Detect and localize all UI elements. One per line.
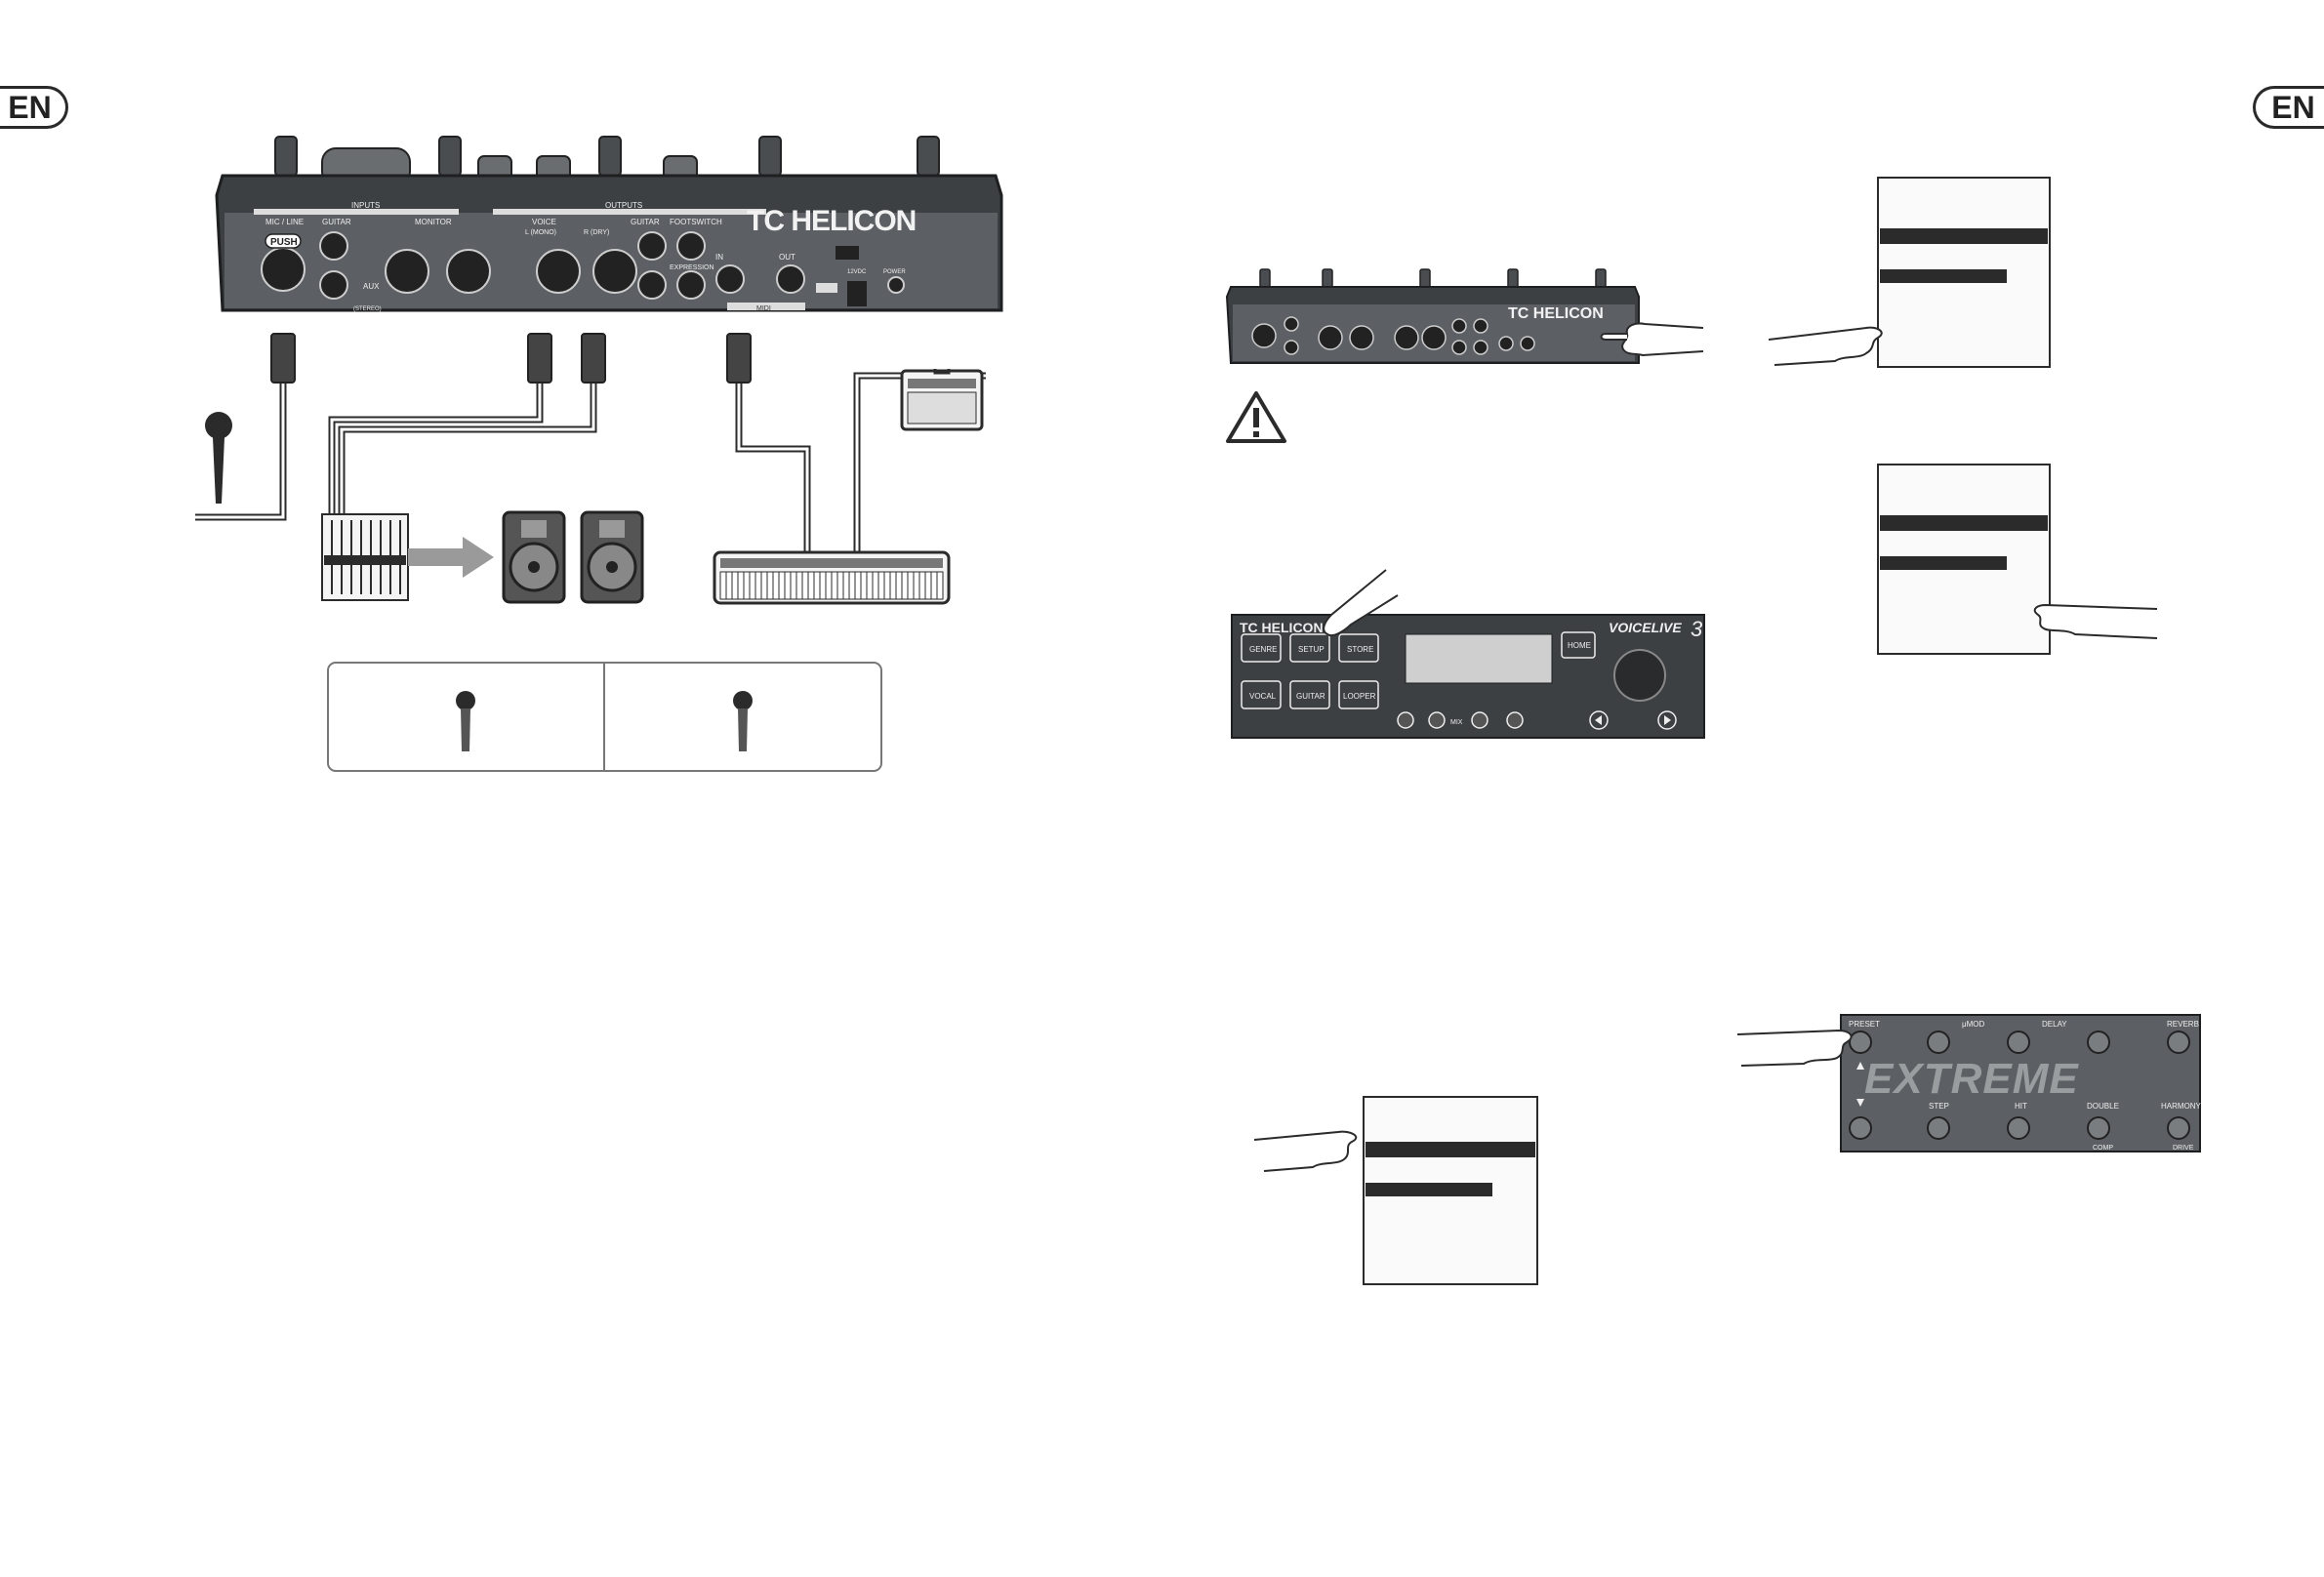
preset-label: PRESET — [1849, 1020, 1880, 1029]
guitar-out-label: GUITAR — [631, 218, 660, 226]
mixer-with-hand-middle — [1877, 464, 2158, 655]
small-brand-logo: TC HELICON — [1508, 305, 1604, 322]
panel-brand-logo: TC HELICON — [1240, 620, 1324, 635]
footswitch-reverb[interactable] — [2167, 1031, 2190, 1054]
keyboard-icon — [713, 550, 951, 605]
amplifier-icon — [900, 369, 984, 431]
lcd-display — [1405, 633, 1553, 684]
mixer-with-hand-top — [1769, 177, 2051, 368]
setup-button[interactable]: SETUP — [1298, 645, 1325, 654]
arrow-right-icon — [408, 537, 494, 578]
stereo-label: (STEREO) — [353, 306, 382, 312]
hand-pointer-icon — [1600, 322, 1704, 357]
footswitch-preset-down[interactable] — [1849, 1116, 1872, 1140]
store-button[interactable]: STORE — [1347, 645, 1373, 654]
comp-label: COMP — [2093, 1145, 2113, 1152]
footswitch-2[interactable] — [1927, 1031, 1950, 1054]
hit-label: HIT — [2015, 1102, 2027, 1111]
delay-label: DELAY — [2042, 1020, 2067, 1029]
footswitch-panel: EXTREME PRESET μMOD DELAY REVERB STEP HI… — [1737, 1014, 2202, 1152]
rear-brand-logo: TC HELICON — [747, 205, 916, 237]
genre-button[interactable]: GENRE — [1249, 645, 1277, 654]
drive-label: DRIVE — [2173, 1145, 2194, 1152]
rear-panel-device: INPUTS OUTPUTS TC HELICON MIC / LINE GUI… — [215, 174, 1003, 312]
mic-line-label: MIC / LINE — [265, 218, 304, 226]
power-label: POWER — [883, 269, 906, 275]
r-dry-label: R (DRY) — [584, 229, 609, 236]
push-label: PUSH — [270, 237, 298, 248]
harmony-label: HARMONY — [2161, 1102, 2202, 1111]
guitar-button[interactable]: GUITAR — [1296, 692, 1325, 701]
reverb-label: REVERB — [2167, 1020, 2199, 1029]
looper-button[interactable]: LOOPER — [1343, 692, 1376, 701]
mix-label: MIX — [1450, 719, 1463, 726]
speakers-icon — [502, 510, 644, 604]
hand-pointer-icon — [1323, 569, 1399, 636]
microphone-icon — [733, 691, 753, 751]
inputs-label: INPUTS — [351, 201, 380, 210]
mod-label: μMOD — [1962, 1020, 1984, 1029]
hand-pointer-icon — [2033, 603, 2158, 639]
data-wheel[interactable] — [1613, 649, 1666, 702]
voice-label: VOICE — [532, 218, 556, 226]
guitar-in-label: GUITAR — [322, 218, 351, 226]
footswitch-preset-up[interactable] — [1849, 1031, 1872, 1054]
monitor-label: MONITOR — [415, 218, 452, 226]
footswitch-harmony[interactable] — [2167, 1116, 2190, 1140]
language-badge-left: EN — [0, 86, 68, 129]
dc-label: 12VDC — [847, 269, 867, 275]
microphone-icon — [205, 412, 232, 504]
double-label: DOUBLE — [2087, 1102, 2119, 1111]
footswitch-delay[interactable] — [2087, 1031, 2110, 1054]
home-button[interactable]: HOME — [1568, 641, 1591, 650]
l-mono-label: L (MONO) — [525, 229, 556, 236]
step-label: STEP — [1929, 1102, 1949, 1111]
mixer-icon — [321, 513, 409, 601]
connection-diagram: INPUTS OUTPUTS TC HELICON MIC / LINE GUI… — [195, 136, 1003, 566]
panel-model-number: 3 — [1691, 617, 1703, 641]
outputs-label: OUTPUTS — [605, 201, 642, 210]
footswitch-mod[interactable] — [2007, 1031, 2030, 1054]
warning-icon — [1226, 391, 1286, 443]
mixer-with-hand-bottom — [1254, 1096, 1538, 1285]
mic-options-box — [327, 662, 882, 772]
hand-pointer-icon — [1737, 1029, 1853, 1067]
midi-out-label: OUT — [779, 253, 795, 262]
extreme-logo: EXTREME — [1864, 1055, 2079, 1103]
rear-panel-small: TC HELICON — [1225, 268, 1704, 364]
voicelive-control-panel: TC HELICON VOICELIVE 3 GENRE SETUP STORE… — [1231, 569, 1705, 739]
panel-model-logo: VOICELIVE — [1609, 620, 1682, 635]
expression-label: EXPRESSION — [670, 264, 714, 271]
hand-pointer-icon — [1769, 326, 1883, 366]
vocal-button[interactable]: VOCAL — [1249, 692, 1277, 701]
footswitch-double[interactable] — [2087, 1116, 2110, 1140]
midi-label: MIDI — [756, 305, 771, 312]
footswitch-hit[interactable] — [2007, 1116, 2030, 1140]
aux-label: AUX — [363, 282, 380, 291]
language-badge-right: EN — [2253, 86, 2324, 129]
footswitch-step[interactable] — [1927, 1116, 1950, 1140]
midi-in-label: IN — [715, 253, 723, 262]
xlr-plugs — [270, 333, 752, 384]
footswitch-label: FOOTSWITCH — [670, 218, 722, 226]
microphone-icon — [456, 691, 475, 751]
hand-pointer-icon — [1254, 1130, 1358, 1172]
